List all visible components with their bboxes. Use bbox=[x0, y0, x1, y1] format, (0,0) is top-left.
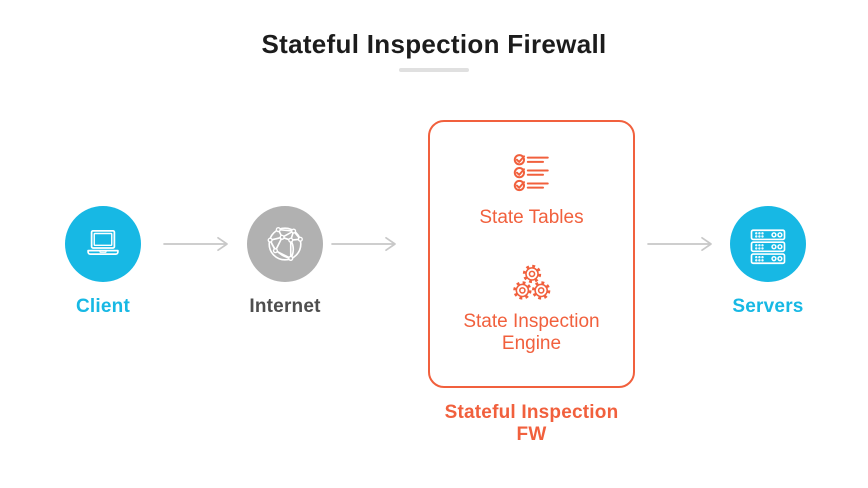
internet-label: Internet bbox=[249, 296, 321, 317]
state-inspection-engine-label: State Inspection Engine bbox=[463, 311, 600, 354]
flow-arrow-client-internet bbox=[163, 236, 228, 252]
flow-arrow-internet-firewall bbox=[331, 236, 396, 252]
client-label: Client bbox=[76, 296, 130, 317]
laptop-icon bbox=[87, 230, 119, 256]
node-client: Client bbox=[41, 206, 165, 318]
flow-arrow-firewall-servers bbox=[647, 236, 712, 252]
servers-label: Servers bbox=[732, 296, 804, 317]
firewall-caption: Stateful Inspection FW bbox=[444, 402, 619, 445]
page-title: Stateful Inspection Firewall bbox=[261, 29, 607, 59]
node-internet: Internet bbox=[223, 206, 347, 318]
checklist-icon bbox=[430, 153, 633, 195]
gears-icon bbox=[430, 262, 633, 306]
firewall-box: State Tables bbox=[428, 120, 635, 388]
node-servers: Servers bbox=[706, 206, 830, 318]
internet-circle bbox=[247, 206, 323, 282]
servers-circle bbox=[730, 206, 806, 282]
title-underline bbox=[399, 68, 469, 72]
client-circle bbox=[65, 206, 141, 282]
globe-network-icon bbox=[267, 227, 303, 261]
server-stack-icon bbox=[750, 229, 786, 265]
state-tables-label: State Tables bbox=[479, 207, 584, 228]
